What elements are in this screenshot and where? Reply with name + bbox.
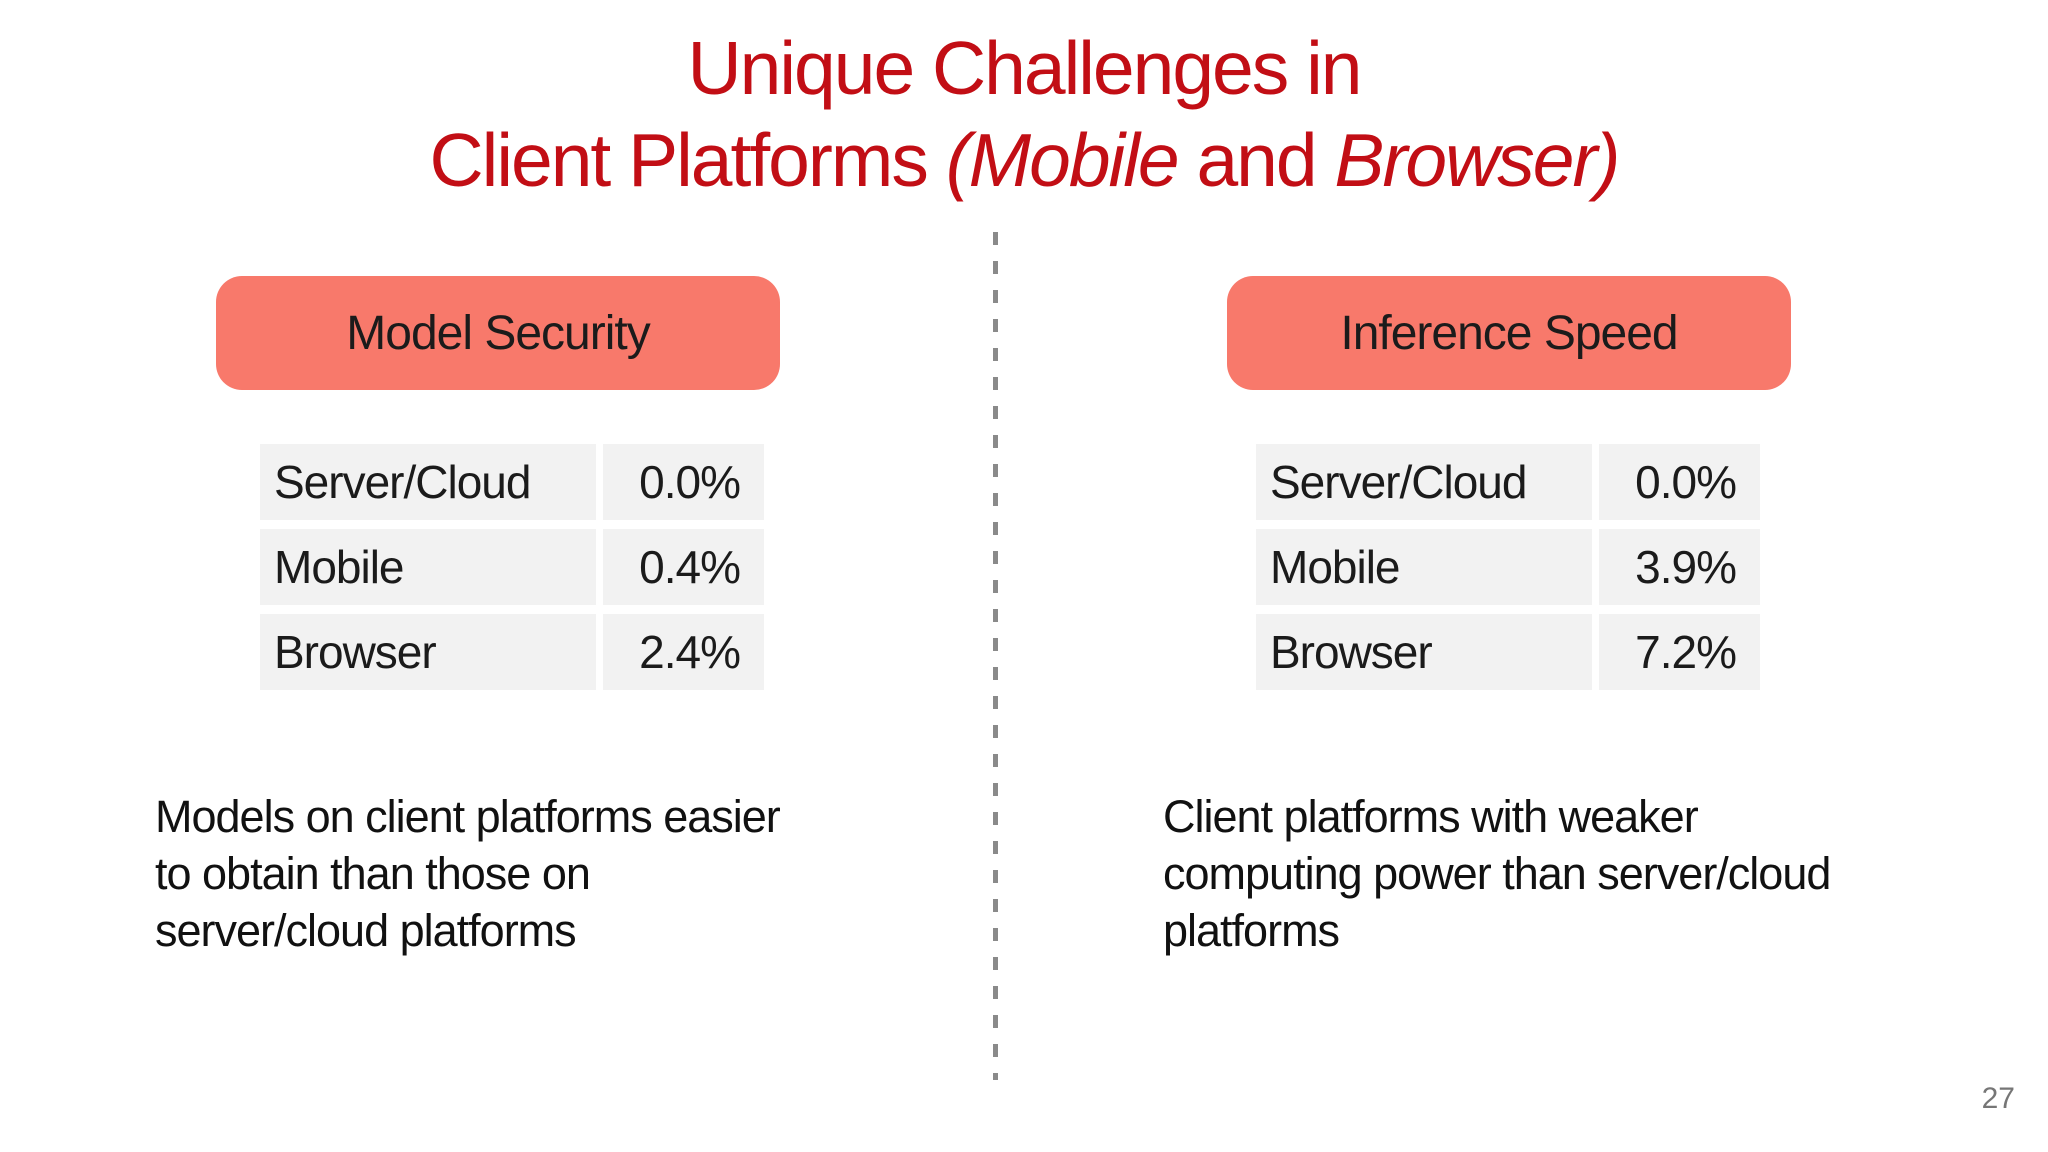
model-security-note: Models on client platforms easier to obt… (155, 788, 955, 959)
row-label: Mobile (260, 529, 596, 605)
row-label: Browser (1256, 614, 1592, 690)
row-label: Browser (260, 614, 596, 690)
inference-speed-table: Server/Cloud 0.0% Mobile 3.9% Browser 7.… (1256, 444, 1760, 690)
table-row: Server/Cloud 0.0% (260, 444, 764, 520)
note-line: Client platforms with weaker (1163, 791, 1699, 842)
row-value: 0.4% (603, 529, 764, 605)
inference-speed-note: Client platforms with weaker computing p… (1163, 788, 1983, 959)
row-value: 3.9% (1599, 529, 1760, 605)
row-label: Server/Cloud (260, 444, 596, 520)
model-security-header-badge: Model Security (216, 276, 780, 390)
row-value: 0.0% (1599, 444, 1760, 520)
page-title-line2: Client Platforms (Mobile and Browser) (0, 114, 2048, 206)
model-security-table: Server/Cloud 0.0% Mobile 0.4% Browser 2.… (260, 444, 764, 690)
table-row: Mobile 0.4% (260, 529, 764, 605)
table-row: Browser 2.4% (260, 614, 764, 690)
table-row: Browser 7.2% (1256, 614, 1760, 690)
row-label: Mobile (1256, 529, 1592, 605)
page-number: 27 (1981, 1082, 2015, 1115)
table-row: Server/Cloud 0.0% (1256, 444, 1760, 520)
row-value: 2.4% (603, 614, 764, 690)
title-segment-normal: Client Platforms (429, 118, 946, 202)
inference-speed-header-badge: Inference Speed (1227, 276, 1791, 390)
note-line: Models on client platforms easier (155, 791, 781, 842)
row-label: Server/Cloud (1256, 444, 1592, 520)
inference-speed-header-label: Inference Speed (1340, 306, 1678, 360)
row-value: 7.2% (1599, 614, 1760, 690)
page-title-line1: Unique Challenges in (687, 26, 1363, 110)
note-line: computing power than server/cloud (1163, 848, 1831, 899)
note-line: server/cloud platforms (155, 905, 577, 956)
title-segment-normal: and (1177, 118, 1335, 202)
vertical-dashed-divider (993, 232, 998, 1080)
page-title: Unique Challenges in Client Platforms (M… (0, 22, 2048, 206)
row-value: 0.0% (603, 444, 764, 520)
model-security-header-label: Model Security (346, 306, 650, 360)
title-segment-italic: (Mobile (945, 118, 1180, 202)
note-line: platforms (1163, 905, 1340, 956)
note-line: to obtain than those on (155, 848, 591, 899)
title-segment-italic: Browser) (1334, 118, 1620, 202)
table-row: Mobile 3.9% (1256, 529, 1760, 605)
